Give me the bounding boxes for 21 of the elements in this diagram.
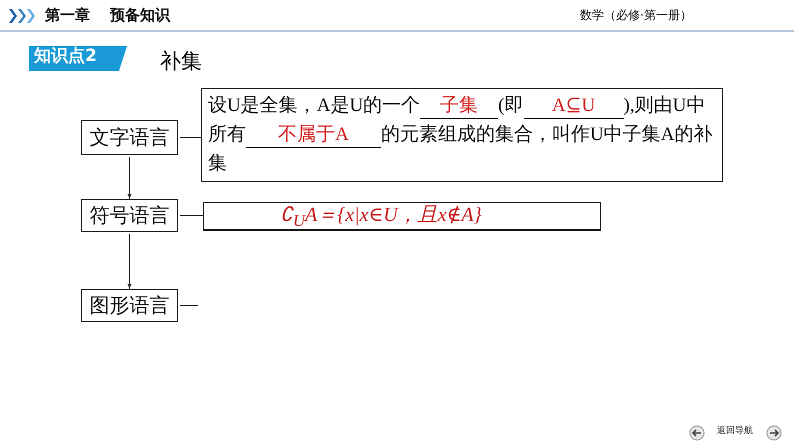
section-number: 知识点2 — [34, 47, 97, 66]
arrow — [128, 234, 132, 290]
connector-line — [180, 305, 198, 306]
category-box — [81, 120, 178, 155]
definition-box — [201, 88, 723, 182]
category-label: 图形语言 — [90, 294, 170, 319]
category-box — [81, 289, 178, 322]
category-label: 文字语言 — [90, 126, 170, 151]
chapter-title: 预备知识 — [110, 7, 170, 24]
course-label: 数学（必修·第一册） — [580, 9, 692, 22]
formula-text: ∁$_{U}$A＝{x|x∈U，且x∉A} — [280, 204, 482, 226]
section-title: 补集 — [160, 48, 202, 75]
formula-box — [203, 202, 601, 231]
back-to-nav-link: 返回导航 — [717, 427, 753, 437]
definition-text: 设U是全集，A是U的一个 子集 (即 A⊆U ),则由U中所有 不属于A 的元素组成的集合，叫作U中子集A的补集 — [208, 94, 714, 176]
connector-line — [180, 215, 204, 216]
arrow — [128, 156, 132, 200]
category-label: 符号语言 — [90, 204, 170, 229]
chapter-label: 第一章 — [45, 7, 90, 24]
connector-line — [180, 137, 202, 138]
category-box — [81, 199, 178, 232]
